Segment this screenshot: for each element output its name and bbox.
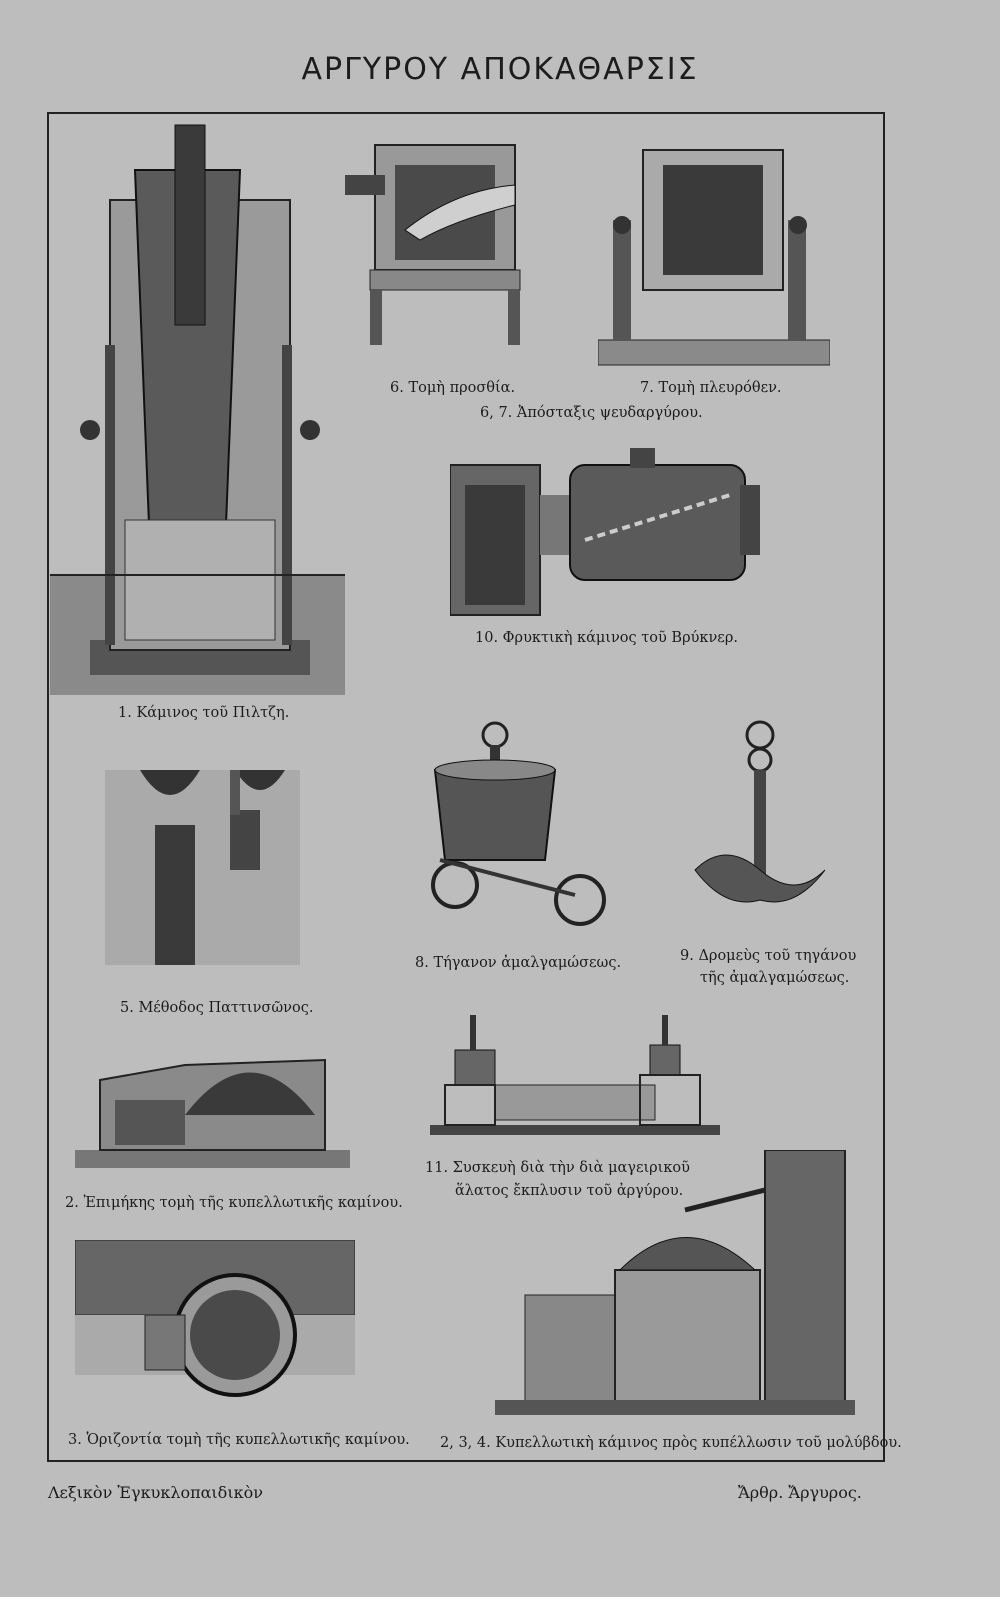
figure-2-3-4-caption: 2, 3, 4. Κυπελλωτικὴ κάμινος πρὸς κυπέλλ… — [440, 1435, 902, 1451]
figure-6-illustration — [345, 144, 521, 345]
figure-1-caption: 1. Κάμινος τοῦ Πιλτζη. — [118, 705, 290, 721]
plate-frame — [47, 112, 885, 1462]
figure-7-caption: 7. Τομὴ πλευρόθεν. — [640, 380, 782, 396]
figure-2-caption: 2. Ἐπιμήκης τομὴ τῆς κυπελλωτικῆς καμίνο… — [65, 1195, 403, 1211]
figure-5-caption: 5. Μέθοδος Παττινσῶνος. — [120, 1000, 314, 1016]
figure-7-illustration — [598, 149, 830, 366]
figure-3-caption: 3. Ὁριζοντία τομὴ τῆς κυπελλωτικῆς καμίν… — [68, 1432, 410, 1448]
footer-publication: Λεξικὸν Ἐγκυκλοπαιδικὸν — [48, 1483, 263, 1502]
figure-4-illustration — [495, 1150, 855, 1415]
figure-10-caption: 10. Φρυκτικὴ κάμινος τοῦ Βρύκνερ. — [475, 630, 738, 646]
figure-11-caption-line2: ἅλατος ἔκπλυσιν τοῦ ἀργύρου. — [455, 1183, 684, 1199]
figure-11-caption-line1: 11. Συσκευὴ διὰ τὴν διὰ μαγειρικοῦ — [425, 1160, 690, 1176]
figure-1-illustration — [50, 124, 345, 695]
footer-article: Ἄρθρ. Ἄργυρος. — [738, 1483, 862, 1502]
figure-6-7-caption: 6, 7. Ἀπόσταξις ψευδαργύρου. — [480, 405, 703, 421]
figure-9-caption-line2: τῆς ἀμαλγαμώσεως. — [700, 970, 850, 986]
figure-8-caption: 8. Τήγανον ἀμαλγαμώσεως. — [415, 955, 622, 971]
figure-3-illustration — [75, 1240, 355, 1397]
figure-8-illustration — [431, 721, 606, 926]
figure-11-illustration — [430, 1015, 720, 1135]
figure-5-illustration — [105, 770, 300, 965]
figure-9-caption-line1: 9. Δρομεὺς τοῦ τηγάνου — [680, 948, 857, 964]
page-title: ΑΡΓΥΡΟΥ ΑΠΟΚΑΘΑΡΣΙΣ — [301, 52, 699, 87]
figure-10-illustration — [450, 448, 760, 616]
figure-6-caption: 6. Τομὴ προσθία. — [390, 380, 516, 396]
figure-9-illustration — [694, 720, 826, 903]
figure-2-illustration — [75, 1058, 350, 1168]
